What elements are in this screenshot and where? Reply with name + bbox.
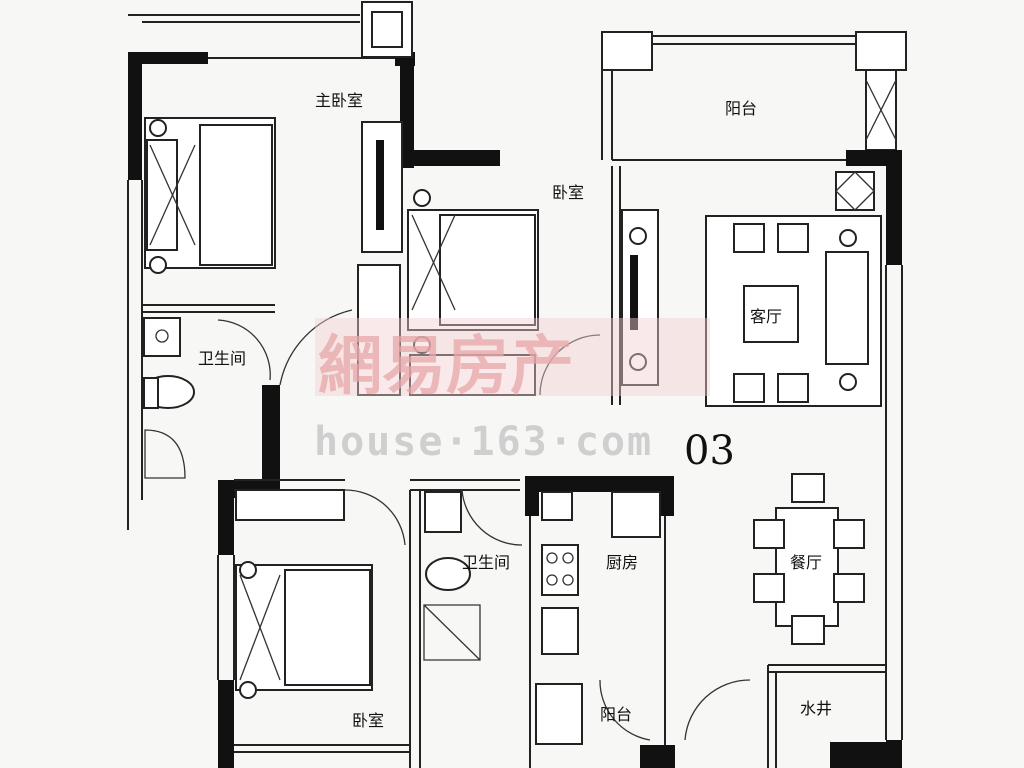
unit-number: 03 — [684, 428, 735, 474]
label-dining-room: 餐厅 — [790, 553, 822, 572]
label-bedroom-bottom: 卧室 — [352, 711, 384, 730]
watermark-brand: 網易房产 — [318, 330, 574, 404]
label-bedroom-top: 卧室 — [552, 183, 584, 202]
watermark: 網易房产 house·163·com — [314, 318, 710, 465]
doors — [217, 309, 751, 741]
furniture — [141, 117, 882, 745]
label-bathroom-top: 卫生间 — [198, 349, 246, 368]
label-living-room: 客厅 — [750, 307, 782, 326]
watermark-url: house·163·com — [314, 419, 653, 465]
label-balcony-top: 阳台 — [725, 99, 757, 118]
walls — [127, 1, 907, 768]
label-water-shaft: 水井 — [800, 699, 832, 718]
label-balcony-bottom: 阳台 — [600, 705, 632, 724]
label-kitchen: 厨房 — [606, 553, 638, 572]
label-master-bedroom: 主卧室 — [315, 91, 363, 110]
room-labels: 主卧室 卧室 阳台 客厅 卫生间 卫生间 厨房 餐厅 卧室 阳台 水井 03 — [198, 91, 832, 730]
label-bathroom-bottom: 卫生间 — [462, 553, 510, 572]
